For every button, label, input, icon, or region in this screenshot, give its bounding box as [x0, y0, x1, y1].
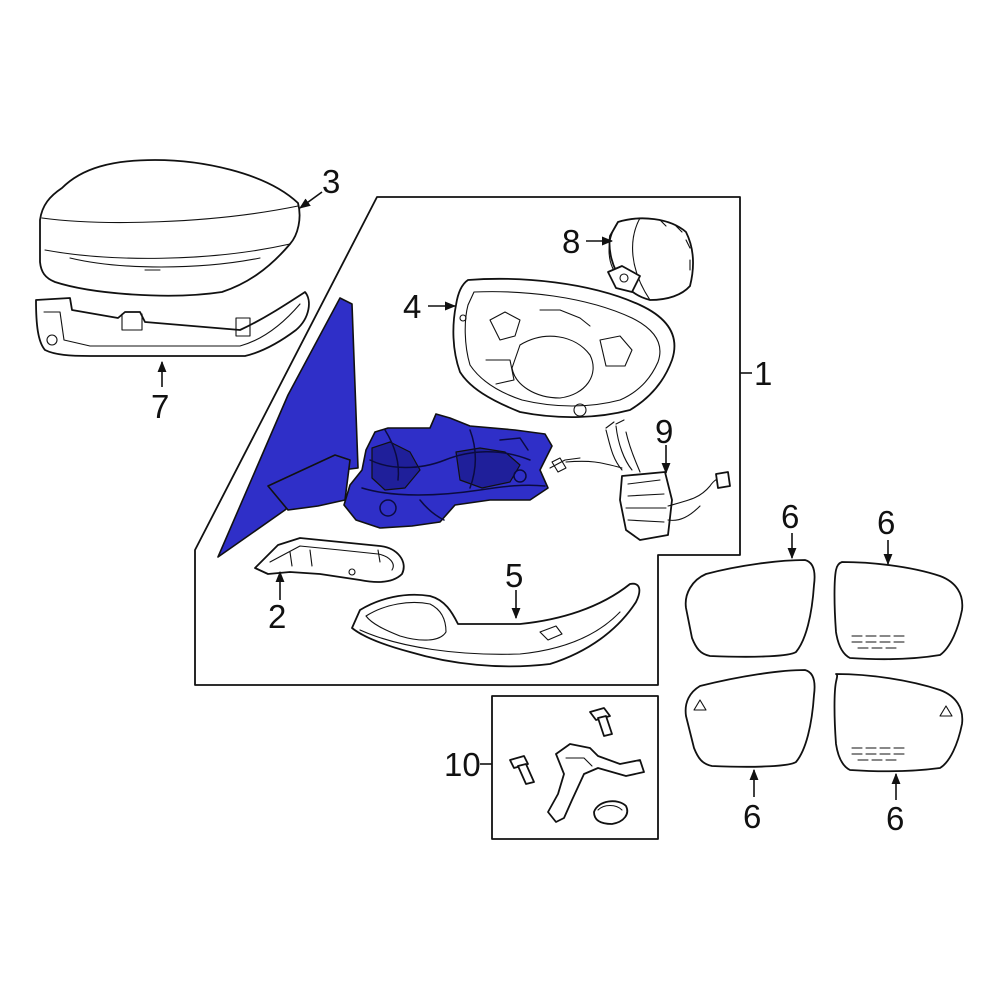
actuator-part-8	[607, 217, 694, 301]
connector-plug	[549, 457, 581, 473]
mirror-cap-part-3	[39, 159, 301, 297]
callout-7: 7	[151, 388, 169, 425]
callout-5: 5	[505, 557, 523, 594]
callout-1: 1	[754, 355, 772, 392]
callout-6c: 6	[743, 798, 761, 835]
callout-9: 9	[655, 413, 673, 450]
callout-8: 8	[562, 223, 580, 260]
bracket-part-2	[254, 537, 405, 583]
callout-6d: 6	[886, 800, 904, 837]
mirror-glass-d-part-6	[833, 673, 964, 773]
mirror-glass-c-part-6	[684, 669, 816, 768]
callout-2: 2	[268, 598, 286, 635]
lower-trim-part-7	[35, 291, 310, 357]
mirror-glass-a-part-6	[684, 559, 816, 658]
mirror-housing-part-4	[452, 277, 676, 418]
mirror-glass-b-part-6	[833, 561, 964, 661]
hardware-group-box	[491, 695, 659, 840]
callout-3-leader	[299, 191, 323, 209]
hardware-part-10	[509, 707, 645, 825]
signal-module-part-9	[565, 419, 731, 541]
callout-6a: 6	[781, 498, 799, 535]
lower-scalp-part-5	[351, 582, 641, 668]
mirror-base-highlighted	[217, 297, 553, 558]
callout-10: 10	[444, 746, 481, 783]
callout-6b: 6	[877, 504, 895, 541]
callout-4: 4	[403, 288, 421, 325]
callout-3: 3	[322, 163, 340, 200]
assembly-group-outline	[194, 196, 741, 686]
